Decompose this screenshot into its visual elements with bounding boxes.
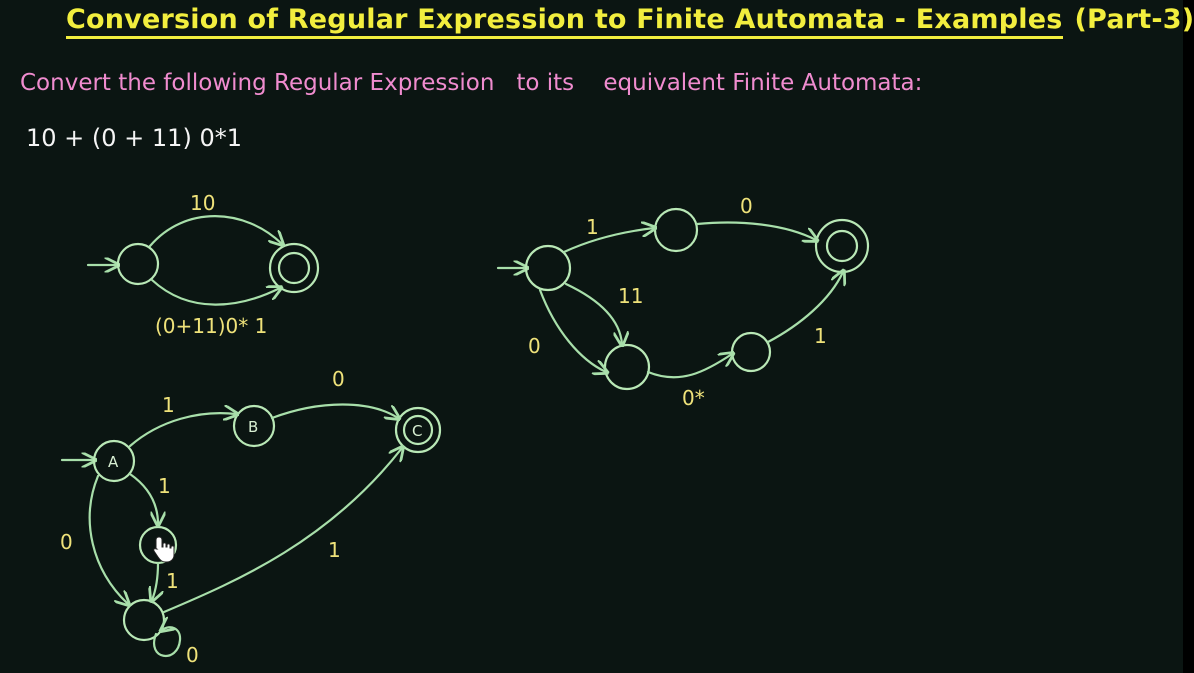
hand-cursor-icon bbox=[153, 536, 175, 563]
d3-state-b bbox=[232, 404, 276, 448]
d2-edge-top-final bbox=[695, 221, 816, 240]
d2-state-top bbox=[653, 207, 699, 253]
title-text: Conversion of Regular Expression to Fini… bbox=[66, 4, 1063, 39]
regular-expression: 10 + (0 + 11) 0*1 bbox=[26, 124, 242, 152]
d3-edge-b-c bbox=[270, 403, 398, 419]
d2-label-lower-mid: 0* bbox=[682, 386, 705, 410]
d3-label-mid-low: 1 bbox=[166, 569, 179, 593]
d2-label-start-lower: 0 bbox=[528, 334, 541, 358]
d2-state-start bbox=[524, 244, 572, 292]
d3-edge-a-mid bbox=[128, 472, 158, 524]
page-title: Conversion of Regular Expression to Fini… bbox=[66, 4, 1194, 39]
instruction-text: Convert the following Regular Expression… bbox=[20, 70, 923, 96]
d3-self-loop bbox=[153, 627, 182, 657]
d1-state-start bbox=[116, 242, 160, 286]
d2-edge-start-lower-0 bbox=[538, 288, 606, 372]
d3-label-self-loop: 0 bbox=[186, 643, 199, 667]
d2-label-start-down: 11 bbox=[618, 284, 643, 308]
d3-edge-mid-low bbox=[152, 561, 158, 600]
d3-state-c-inner bbox=[402, 414, 434, 446]
d2-label-start-top: 1 bbox=[586, 215, 599, 239]
d3-state-low bbox=[122, 598, 166, 642]
d2-label-mid-final: 1 bbox=[814, 324, 827, 348]
d2-edge-start-lower-11 bbox=[564, 282, 622, 344]
d3-label-low-c: 1 bbox=[328, 538, 341, 562]
d1-state-final-outer bbox=[268, 242, 320, 294]
d2-edge-start-top bbox=[562, 228, 654, 254]
d2-state-final-outer bbox=[814, 218, 870, 274]
diagram-2: 1 0 11 0 0* 1 bbox=[496, 194, 870, 410]
d1-label-bottom: (0+11)0* 1 bbox=[155, 314, 267, 338]
d2-state-lower bbox=[603, 343, 651, 391]
d3-label-b-c: 0 bbox=[332, 367, 345, 391]
d3-label-a-low: 0 bbox=[60, 530, 73, 554]
diagram-3: A B C 1 0 1 0 1 1 0 bbox=[60, 367, 442, 667]
d2-edge-lower-mid bbox=[646, 354, 732, 379]
d2-edge-mid-final bbox=[766, 272, 843, 344]
d3-label-a-b: 1 bbox=[162, 393, 175, 417]
d3-edge-a-low bbox=[88, 474, 128, 604]
d3-label-a-mid: 1 bbox=[158, 474, 171, 498]
d3-state-c-label: C bbox=[412, 422, 422, 440]
d1-state-final-inner bbox=[277, 251, 311, 285]
diagram-1: 10 (0+11)0* 1 bbox=[86, 191, 320, 338]
d2-state-mid bbox=[730, 331, 772, 373]
d3-edge-a-b bbox=[128, 413, 236, 448]
d2-state-final-inner bbox=[825, 229, 859, 263]
d3-state-c-outer bbox=[394, 406, 442, 454]
d1-edge-top bbox=[148, 215, 282, 246]
d3-state-a bbox=[92, 439, 136, 483]
d1-edge-bottom bbox=[150, 278, 280, 306]
d3-edge-low-c bbox=[162, 448, 402, 614]
title-part: (Part-3) bbox=[1074, 4, 1194, 35]
d3-state-b-label: B bbox=[248, 418, 258, 436]
d2-label-top-final: 0 bbox=[740, 194, 753, 218]
d1-label-top: 10 bbox=[190, 191, 215, 215]
d3-state-a-label: A bbox=[108, 453, 119, 471]
